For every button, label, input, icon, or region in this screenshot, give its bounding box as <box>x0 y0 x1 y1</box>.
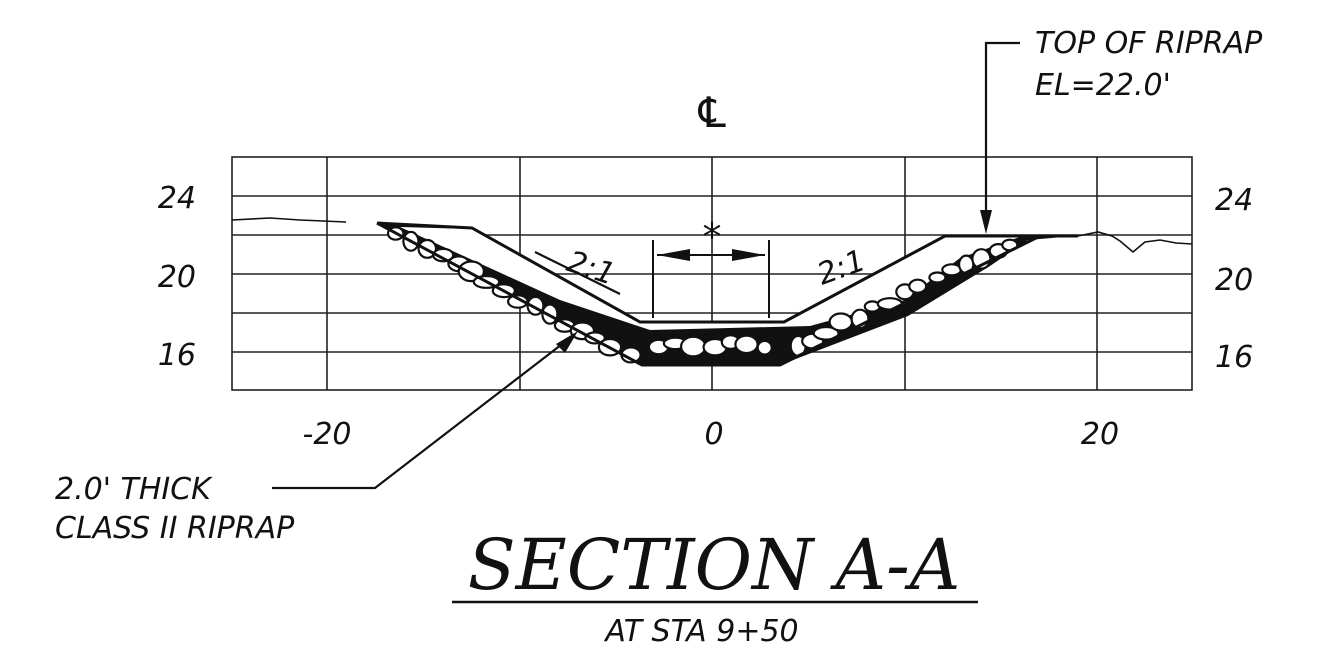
y-tick-right-16: 16 <box>1215 340 1253 375</box>
y-tick-left-20: 20 <box>158 260 196 295</box>
bottom-width-marker: * <box>703 215 722 259</box>
callout-thickness-line2: CLASS II RIPRAP <box>55 511 295 546</box>
y-tick-right-20: 20 <box>1215 263 1253 298</box>
y-tick-right-24: 24 <box>1215 183 1253 218</box>
riprap-rock <box>908 278 928 294</box>
x-tick-20: 20 <box>1081 417 1119 452</box>
section-subtitle: AT STA 9+50 <box>603 614 798 649</box>
centerline-symbol: ℄ <box>693 88 731 137</box>
callout-leader-thickness <box>272 337 571 490</box>
riprap-rock <box>928 271 947 284</box>
callout-thickness-line1: 2.0' THICK <box>55 472 213 507</box>
riprap-rock <box>756 339 773 356</box>
riprap-rock <box>734 334 759 355</box>
riprap-top-outline <box>376 221 1075 324</box>
y-tick-left-16: 16 <box>158 338 196 373</box>
x-tick-m20: -20 <box>303 417 352 452</box>
section-title: SECTION A-A <box>468 524 961 606</box>
callout-leader-top <box>984 41 1020 222</box>
y-tick-left-24: 24 <box>158 181 196 216</box>
dim-arrow-left <box>657 249 690 261</box>
riprap-rock <box>584 331 606 345</box>
x-tick-0: 0 <box>704 417 723 452</box>
riprap-rock <box>432 247 455 263</box>
callout-top-of-riprap: TOP OF RIPRAP EL=22.0' <box>980 26 1263 234</box>
callout-arrow-top <box>980 210 992 234</box>
existing-ground-right <box>1077 231 1193 254</box>
callout-riprap-thickness: 2.0' THICK CLASS II RIPRAP <box>55 331 578 546</box>
slope-indicator-left <box>534 251 621 295</box>
callout-top-line2: EL=22.0' <box>1035 68 1171 103</box>
riprap-rock <box>812 325 840 341</box>
existing-ground-left <box>231 217 347 223</box>
callout-top-line1: TOP OF RIPRAP <box>1035 26 1263 61</box>
riprap-rock <box>679 335 707 358</box>
dim-arrow-right <box>732 249 765 261</box>
riprap-rock <box>828 312 854 332</box>
callout-arrow-thickness <box>556 331 578 353</box>
bottom-width-dimension <box>652 240 770 318</box>
